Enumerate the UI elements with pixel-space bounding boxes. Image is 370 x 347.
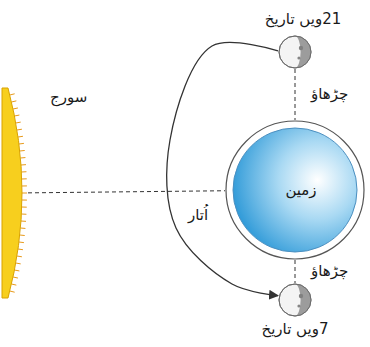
sun-ray <box>17 256 22 258</box>
sun-ray <box>21 221 26 222</box>
sun-ray <box>19 143 24 145</box>
moon-crater <box>297 56 300 59</box>
sun-ray <box>11 101 16 102</box>
ebb-label: اُتار <box>186 206 210 225</box>
sun-ray <box>18 249 23 251</box>
sun-ray <box>20 228 25 229</box>
sun-ray <box>22 185 27 186</box>
sun-ray <box>16 122 21 124</box>
earth-node: زمین <box>225 120 365 260</box>
moon-shadow <box>295 284 311 316</box>
moon-crater <box>297 304 300 307</box>
sun-body <box>2 88 22 298</box>
sun-ray <box>10 291 15 292</box>
sun-ray <box>19 242 24 244</box>
connector <box>295 69 296 120</box>
moon-shape <box>278 35 312 69</box>
sun-ray <box>21 171 26 172</box>
date-label: 21ویں تاریخ <box>265 10 342 29</box>
moon-shadow <box>295 36 311 68</box>
moon-crater <box>299 46 303 50</box>
sun-ray <box>18 136 23 138</box>
sun-ray <box>22 200 27 201</box>
date-label: 7ویں تاریخ <box>262 320 329 339</box>
moon-shape <box>278 283 312 317</box>
sun-ray <box>20 157 25 158</box>
earth-body <box>233 128 357 252</box>
earth-ring <box>226 121 364 259</box>
sun-ray <box>11 284 16 285</box>
sun-ray <box>17 129 22 131</box>
sun-ray <box>13 108 18 109</box>
sun-ray <box>20 150 25 152</box>
sun-ray <box>14 270 19 272</box>
sun-shape <box>2 88 28 298</box>
sun-ray <box>16 263 21 265</box>
connector <box>295 260 296 283</box>
sun-ray <box>10 94 15 95</box>
sun-node: سورج <box>2 88 28 298</box>
sun-ray <box>13 277 18 278</box>
moon-outline <box>279 36 311 68</box>
flood-label: چڑھاؤ <box>309 262 350 281</box>
moon-node: 7ویں تاریخ <box>278 283 312 317</box>
planet-label: زمین <box>285 181 316 200</box>
moon-disc <box>279 36 311 68</box>
sun-label: سورج <box>50 88 87 107</box>
sun-ray <box>14 115 19 117</box>
flood-label: چڑھاؤ <box>309 85 350 104</box>
sun-ray <box>22 178 27 179</box>
moon-disc <box>279 284 311 316</box>
sun-ray <box>21 164 26 165</box>
sun-ray <box>21 214 26 215</box>
sun-ray <box>22 193 27 194</box>
moon-crater <box>299 294 303 298</box>
sun-ray <box>20 235 25 237</box>
sun-ray <box>22 207 27 208</box>
moon-outline <box>279 284 311 316</box>
moon-node: 21ویں تاریخ <box>278 35 312 69</box>
connector <box>28 191 225 193</box>
